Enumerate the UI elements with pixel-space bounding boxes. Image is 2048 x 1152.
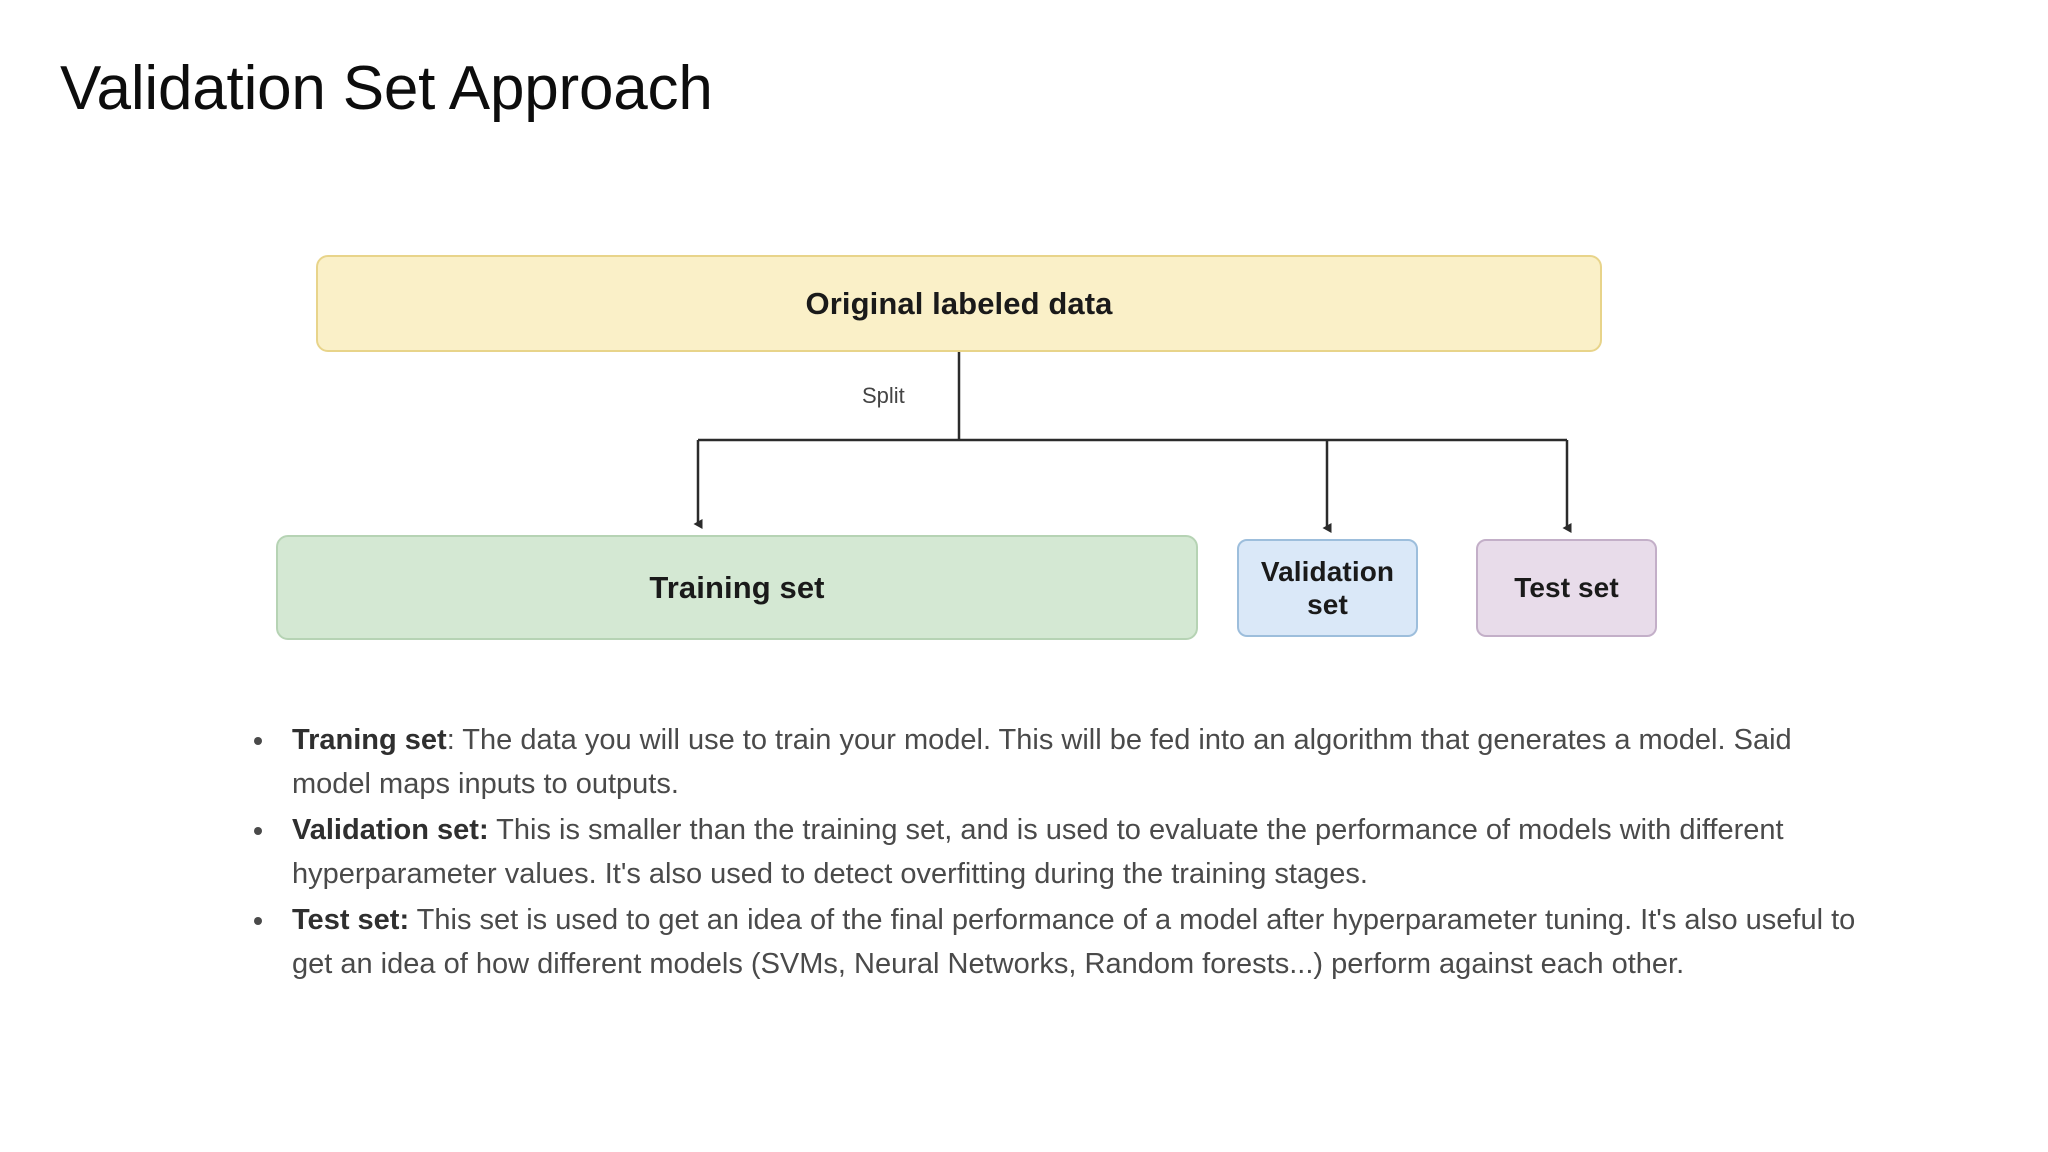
- page-title: Validation Set Approach: [60, 54, 713, 123]
- list-item-separator: [409, 904, 417, 936]
- diagram-connectors: [693, 352, 1572, 533]
- node-original-labeled-data: Original labeled data: [316, 255, 1602, 352]
- list-item-text: This set is used to get an idea of the f…: [292, 904, 1856, 981]
- list-item-term: Test set:: [292, 904, 410, 937]
- validation-split-diagram: Split Original labeled data Training set…: [276, 255, 1657, 640]
- list-item-separator: :: [446, 724, 463, 756]
- list-item-term: Traning set: [292, 724, 447, 756]
- list-item-term: Validation set:: [292, 814, 489, 847]
- edge-label-split: Split: [862, 383, 905, 408]
- node-training-set: Training set: [276, 535, 1198, 640]
- list-item: Test set: This set is used to get an ide…: [248, 898, 1868, 986]
- description-list: Traning set: The data you will use to tr…: [248, 718, 1868, 988]
- list-item: Validation set: This is smaller than the…: [248, 808, 1868, 896]
- list-item-text: This is smaller than the training set, a…: [292, 814, 1784, 891]
- list-item-text: The data you will use to train your mode…: [292, 724, 1792, 801]
- node-validation-set: Validation set: [1237, 539, 1418, 637]
- list-item: Traning set: The data you will use to tr…: [248, 718, 1868, 806]
- node-test-set: Test set: [1476, 539, 1657, 637]
